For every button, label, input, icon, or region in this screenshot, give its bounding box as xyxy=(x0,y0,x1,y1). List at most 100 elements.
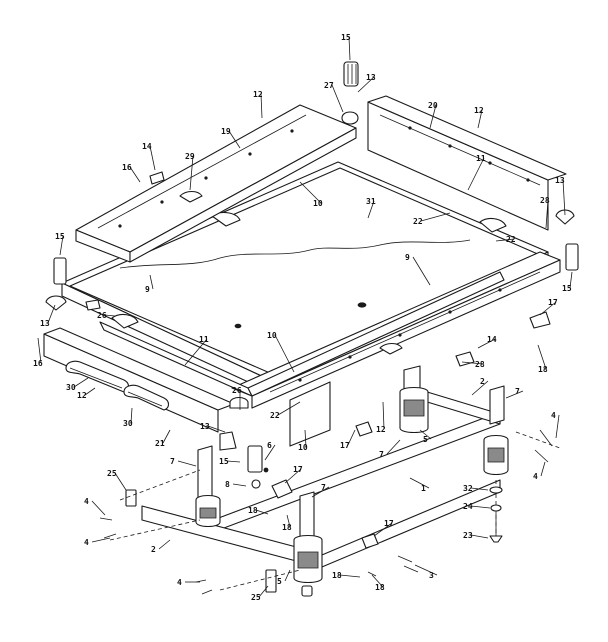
callout-label-17: 17 xyxy=(293,465,303,474)
callout-leader-line xyxy=(91,500,106,516)
callout-leader-line xyxy=(274,334,295,373)
callout-label-27: 27 xyxy=(324,81,334,90)
callout-leader-line xyxy=(255,509,269,515)
callout-label-10: 10 xyxy=(298,443,308,452)
callout-label-14: 14 xyxy=(142,142,152,151)
callout-leader-line xyxy=(260,93,263,119)
callout-label-28: 28 xyxy=(475,360,485,369)
callout-leader-line xyxy=(129,166,141,183)
callout-label-9: 9 xyxy=(145,285,150,294)
callout-leader-line xyxy=(357,76,375,93)
callout-leader-line xyxy=(264,444,276,461)
callout-label-13: 13 xyxy=(555,176,565,185)
callout-label-4: 4 xyxy=(177,578,182,587)
callout-label-18: 18 xyxy=(332,571,342,580)
callout-leader-line xyxy=(477,338,496,349)
callout-label-7: 7 xyxy=(170,457,175,466)
callout-leader-line xyxy=(347,429,356,446)
callout-label-7: 7 xyxy=(321,483,326,492)
callout-label-4: 4 xyxy=(84,538,89,547)
callout-label-16: 16 xyxy=(122,163,132,172)
callout-label-15: 15 xyxy=(562,284,572,293)
callout-label-30: 30 xyxy=(123,419,133,428)
callout-label-15: 15 xyxy=(55,232,65,241)
callout-leader-line xyxy=(226,460,241,463)
callout-leader-line xyxy=(177,460,197,467)
callout-leader-line xyxy=(228,130,241,149)
callout-label-17: 17 xyxy=(384,519,394,528)
callout-leader-line xyxy=(73,377,89,388)
callout-leader-line xyxy=(414,564,438,576)
callout-label-13: 13 xyxy=(366,73,376,82)
callout-label-10: 10 xyxy=(313,199,323,208)
callout-label-26: 26 xyxy=(97,311,107,320)
hardware xyxy=(99,421,553,595)
callout-label-9: 9 xyxy=(405,253,410,262)
callout-leader-line xyxy=(348,36,351,61)
callout-leader-line xyxy=(331,84,344,113)
callout-label-23: 23 xyxy=(463,531,473,540)
callout-leader-line xyxy=(470,534,489,539)
callout-leader-line xyxy=(477,109,483,129)
callout-label-1: 1 xyxy=(421,484,426,493)
callout-leader-line xyxy=(429,104,437,129)
callout-label-19: 19 xyxy=(221,127,231,136)
callout-label-18: 18 xyxy=(248,506,258,515)
callout-leader-line xyxy=(311,486,330,498)
leg-frame xyxy=(109,365,561,597)
callout-leader-line xyxy=(189,155,194,191)
callout-label-17: 17 xyxy=(340,441,350,450)
callout-leader-line xyxy=(258,585,269,598)
callout-label-18: 18 xyxy=(375,583,385,592)
rail-back-right xyxy=(367,95,567,231)
callout-leader-line xyxy=(158,539,171,550)
callout-leader-line xyxy=(540,461,546,477)
callout-leader-line xyxy=(162,429,171,444)
callout-leader-line xyxy=(286,514,291,528)
callout-label-12: 12 xyxy=(376,425,386,434)
callout-label-14: 14 xyxy=(487,335,497,344)
callout-label-2: 2 xyxy=(480,377,485,386)
callout-leader-line xyxy=(130,407,133,424)
callout-label-7: 7 xyxy=(515,387,520,396)
callout-leader-line xyxy=(284,569,291,582)
callout-leader-line xyxy=(382,401,385,430)
callout-label-30: 30 xyxy=(66,383,76,392)
callout-leader-line xyxy=(184,338,208,366)
callout-label-2: 2 xyxy=(151,545,156,554)
callout-leader-line xyxy=(470,505,491,509)
callout-leader-line xyxy=(149,274,154,290)
callout-label-4: 4 xyxy=(551,411,556,420)
callout-label-8: 8 xyxy=(225,480,230,489)
callout-label-11: 11 xyxy=(476,154,486,163)
callout-leader-line xyxy=(505,390,524,399)
callout-label-26: 26 xyxy=(232,386,242,395)
callout-label-12: 12 xyxy=(77,391,87,400)
callout-label-5: 5 xyxy=(423,435,428,444)
callout-leader-line xyxy=(562,179,566,216)
callout-label-32: 32 xyxy=(463,484,473,493)
callout-leader-line xyxy=(373,522,393,537)
callout-label-11: 11 xyxy=(199,335,209,344)
callout-label-22: 22 xyxy=(506,235,516,244)
callout-leader-line xyxy=(461,361,484,365)
callout-leader-line xyxy=(207,425,226,433)
callout-leader-line xyxy=(545,199,549,229)
callout-label-15: 15 xyxy=(341,33,351,42)
callout-leader-line xyxy=(59,235,64,256)
callout-leader-line xyxy=(420,212,451,222)
callout-label-29: 29 xyxy=(185,152,195,161)
callout-label-6: 6 xyxy=(267,441,272,450)
rail-front-left xyxy=(43,327,235,433)
callout-leader-line xyxy=(467,157,485,191)
callout-leader-line xyxy=(277,401,301,416)
callout-leader-line xyxy=(37,337,42,364)
callout-label-13: 13 xyxy=(40,319,50,328)
callout-label-4: 4 xyxy=(533,472,538,481)
callout-leader-line xyxy=(471,380,489,396)
callout-leader-line xyxy=(339,574,361,578)
callout-label-22: 22 xyxy=(270,411,280,420)
callout-label-12: 12 xyxy=(253,90,263,99)
callout-label-25: 25 xyxy=(107,469,117,478)
callout-leader-line xyxy=(304,429,307,448)
